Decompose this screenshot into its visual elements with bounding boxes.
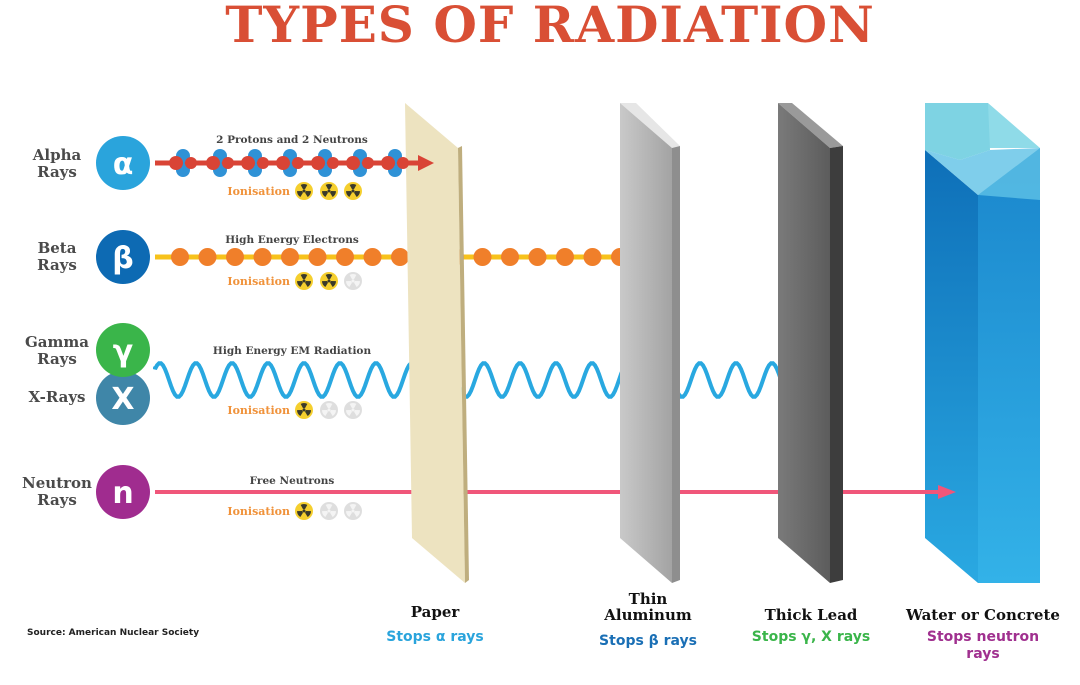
electron (281, 248, 299, 266)
water-barrier (925, 103, 1040, 583)
electron (308, 248, 327, 266)
alpha-particle (206, 149, 234, 177)
radiation-symbol-icon (320, 401, 338, 419)
electron (363, 248, 382, 266)
water-stops-label-line1: Stops neutron (927, 629, 1039, 645)
electron (226, 248, 244, 266)
alpha-particle (311, 149, 339, 177)
gamma-ray-label: Gamma Rays (25, 333, 89, 368)
beta-description: High Energy Electrons (225, 234, 359, 246)
svg-text:α: α (113, 147, 134, 182)
alpha-ray-label: Alpha Rays (32, 146, 82, 181)
electron (198, 248, 217, 266)
ionisation-label: Ionisation (227, 505, 290, 518)
aluminum-barrier (620, 103, 680, 583)
alpha-particle (381, 149, 409, 177)
alpha-particle (241, 149, 269, 177)
aluminum-stops-label: Stops β rays (599, 633, 697, 649)
radiation-symbol-icon (344, 401, 362, 419)
svg-text:Rays: Rays (37, 350, 77, 368)
svg-text:γ: γ (113, 334, 133, 369)
radiation-symbol-icon (344, 272, 362, 290)
radiation-symbol-icon (344, 182, 362, 200)
alpha-ray (155, 149, 434, 177)
ionisation-row: Ionisation (227, 272, 362, 290)
paper-label: Paper (411, 603, 461, 621)
svg-text:Rays: Rays (37, 163, 77, 181)
gamma-description: High Energy EM Radiation (213, 345, 372, 357)
radiation-symbol-icon (320, 272, 338, 290)
svg-text:Rays: Rays (37, 491, 77, 509)
ionisation-label: Ionisation (227, 185, 290, 198)
radiation-symbol-icon (295, 502, 313, 520)
water-stops-label-line2: rays (966, 646, 999, 662)
svg-text:X: X (111, 382, 134, 417)
electron (171, 248, 189, 266)
alpha-particle (346, 149, 374, 177)
lead-stops-label: Stops γ, X rays (752, 629, 870, 645)
x-ray-label: X-Rays (28, 388, 85, 406)
ionisation-row: Ionisation (227, 182, 362, 200)
electron (391, 248, 409, 266)
radiation-symbol-icon (295, 401, 313, 419)
alpha-particle (169, 149, 197, 177)
ionisation-label: Ionisation (227, 404, 290, 417)
ionisation-row: Ionisation (227, 502, 362, 520)
radiation-symbol-icon (320, 182, 338, 200)
electron (528, 248, 547, 266)
svg-text:Beta: Beta (38, 239, 77, 257)
ionisation-label: Ionisation (227, 275, 290, 288)
radiation-symbol-icon (344, 502, 362, 520)
neutron-symbol-icon: n (96, 465, 150, 519)
svg-text:Alpha: Alpha (32, 146, 82, 164)
paper-barrier (405, 103, 469, 583)
alpha-particle (276, 149, 304, 177)
beta-ray (155, 248, 654, 266)
electron (583, 248, 602, 266)
svg-text:β: β (112, 241, 133, 276)
aluminum-label-line1: Thin (629, 590, 668, 608)
aluminum-label-line2: Aluminum (603, 606, 692, 624)
gamma-x-ray-wave (153, 361, 791, 399)
water-label: Water or Concrete (905, 606, 1060, 624)
radiation-symbol-icon (295, 182, 313, 200)
neutron-arrowhead (938, 485, 956, 499)
electron (253, 248, 272, 266)
electron (336, 248, 354, 266)
svg-text:Gamma: Gamma (25, 333, 89, 351)
alpha-symbol-icon: α (96, 136, 150, 190)
svg-text:Rays: Rays (37, 256, 77, 274)
svg-text:Neutron: Neutron (22, 474, 92, 492)
lead-label: Thick Lead (765, 606, 858, 624)
paper-stops-label: Stops α rays (386, 629, 484, 645)
ionisation-row: Ionisation (227, 401, 362, 419)
svg-text:n: n (112, 476, 133, 511)
page-title: TYPES OF RADIATION (225, 0, 875, 54)
x-ray-symbol-icon: X (96, 371, 150, 425)
alpha-description: 2 Protons and 2 Neutrons (216, 134, 368, 146)
neutron-description: Free Neutrons (250, 475, 335, 487)
lead-barrier (778, 103, 843, 583)
beta-ray-label: Beta Rays (37, 239, 77, 274)
radiation-symbol-icon (295, 272, 313, 290)
radiation-symbol-icon (320, 502, 338, 520)
beta-symbol-icon: β (96, 230, 150, 284)
source-credit: Source: American Nuclear Society (27, 628, 199, 638)
electron (473, 248, 492, 266)
electron (501, 248, 519, 266)
neutron-ray-label: Neutron Rays (22, 474, 92, 509)
electron (556, 248, 574, 266)
gamma-symbol-icon: γ (96, 323, 150, 377)
